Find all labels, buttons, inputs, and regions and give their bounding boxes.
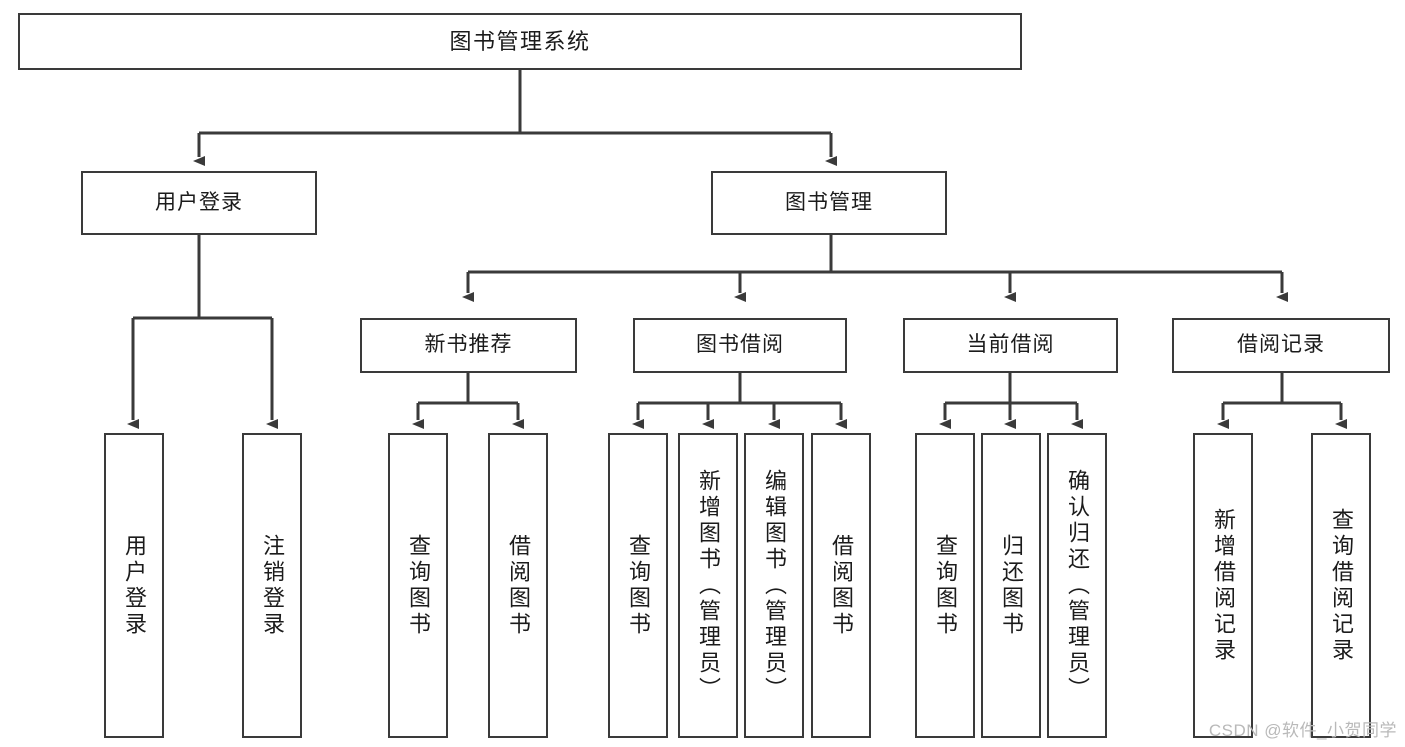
node-label: 用户登录	[155, 190, 243, 214]
node-label: 查询图书	[626, 533, 651, 638]
node-label: 图书管理系统	[449, 28, 591, 54]
node-label: 编辑图书（管理员）	[762, 468, 787, 703]
node-label: 图书管理	[785, 190, 873, 214]
node-label: 查询图书	[406, 533, 431, 638]
node-label: 注销登录	[260, 533, 285, 638]
node-borrow-record[interactable]: 借阅记录	[1172, 318, 1390, 373]
node-label: 新增借阅记录	[1211, 507, 1236, 664]
node-label: 图书借阅	[696, 333, 784, 357]
node-label: 当前借阅	[966, 333, 1055, 357]
node-leaf-return-book[interactable]: 归还图书	[981, 433, 1041, 738]
node-leaf-add-borrow-record[interactable]: 新增借阅记录	[1193, 433, 1253, 738]
node-label: 借阅图书	[829, 533, 854, 638]
node-leaf-borrow-book[interactable]: 借阅图书	[811, 433, 871, 738]
node-user-login[interactable]: 用户登录	[81, 171, 317, 235]
node-label: 用户登录	[122, 533, 147, 638]
node-leaf-user-login[interactable]: 用户登录	[104, 433, 164, 738]
node-leaf-query-book-borrow[interactable]: 查询图书	[608, 433, 668, 738]
node-label: 借阅图书	[506, 533, 531, 638]
node-leaf-confirm-return-admin[interactable]: 确认归还（管理员）	[1047, 433, 1107, 738]
node-leaf-query-book-current[interactable]: 查询图书	[915, 433, 975, 738]
node-label: 新书推荐	[424, 333, 513, 357]
node-label: 新增图书（管理员）	[696, 468, 721, 703]
node-root-system[interactable]: 图书管理系统	[18, 13, 1022, 70]
node-leaf-add-book-admin[interactable]: 新增图书（管理员）	[678, 433, 738, 738]
node-leaf-user-logout[interactable]: 注销登录	[242, 433, 302, 738]
node-label: 确认归还（管理员）	[1065, 468, 1090, 703]
node-leaf-query-borrow-record[interactable]: 查询借阅记录	[1311, 433, 1371, 738]
node-label: 借阅记录	[1237, 333, 1325, 357]
node-label: 归还图书	[999, 533, 1024, 638]
node-book-manage[interactable]: 图书管理	[711, 171, 947, 235]
node-current-borrow[interactable]: 当前借阅	[903, 318, 1118, 373]
node-label: 查询图书	[933, 533, 958, 638]
node-label: 查询借阅记录	[1329, 507, 1354, 664]
node-leaf-query-book-rec[interactable]: 查询图书	[388, 433, 448, 738]
node-book-borrow[interactable]: 图书借阅	[633, 318, 847, 373]
csdn-watermark: CSDN @软件_小贺同学	[1208, 721, 1397, 740]
node-leaf-edit-book-admin[interactable]: 编辑图书（管理员）	[744, 433, 804, 738]
node-leaf-borrow-book-rec[interactable]: 借阅图书	[488, 433, 548, 738]
node-new-book-recommend[interactable]: 新书推荐	[360, 318, 577, 373]
